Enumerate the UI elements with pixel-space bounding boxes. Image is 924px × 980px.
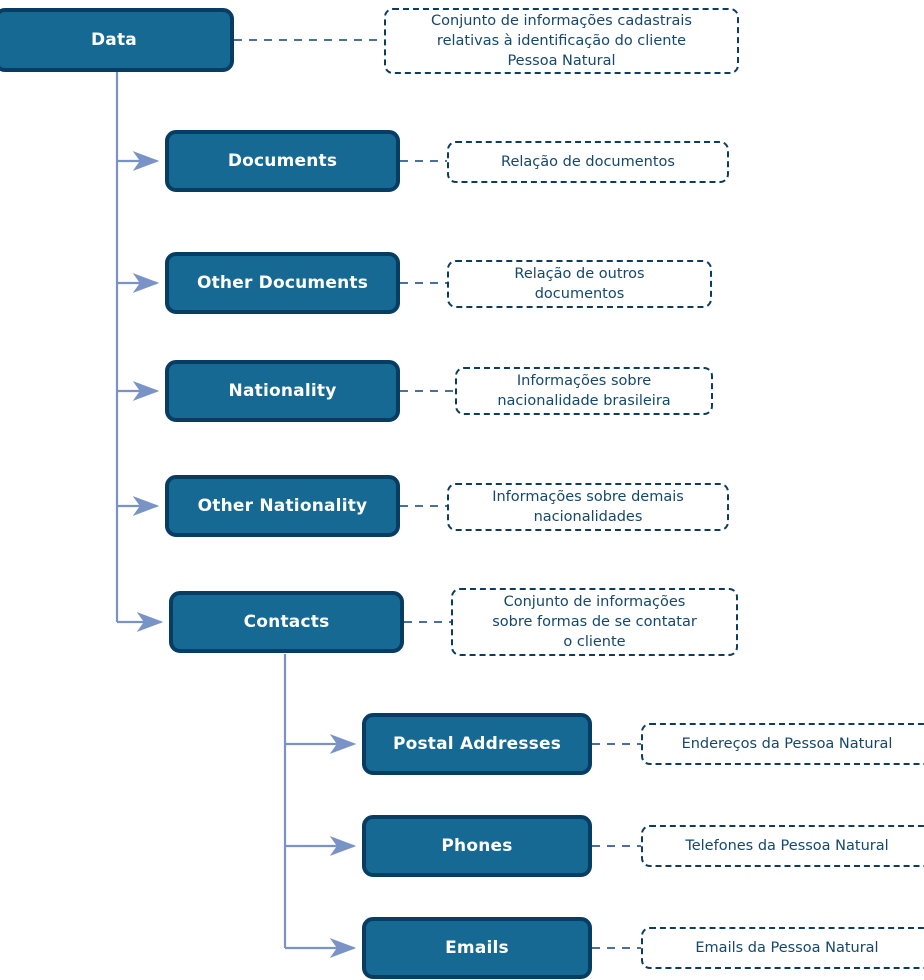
note-documents: Relação de documentos — [447, 141, 729, 183]
node-other-nationality-label: Other Nationality — [197, 496, 368, 516]
note-contacts-text: Conjunto de informações sobre formas de … — [492, 594, 697, 650]
node-contacts[interactable]: Contacts — [169, 591, 404, 653]
node-data-label: Data — [91, 30, 137, 50]
node-nationality[interactable]: Nationality — [165, 360, 400, 422]
node-emails[interactable]: Emails — [362, 917, 592, 979]
node-emails-label: Emails — [445, 938, 509, 958]
node-other-documents-label: Other Documents — [196, 273, 369, 293]
note-postal-addresses: Endereços da Pessoa Natural — [641, 723, 924, 765]
node-phones-label: Phones — [441, 836, 513, 856]
note-other-documents: Relação de outros documentos — [447, 260, 712, 308]
note-data: Conjunto de informações cadastrais relat… — [384, 8, 739, 74]
note-contacts: Conjunto de informações sobre formas de … — [451, 588, 738, 656]
node-other-nationality[interactable]: Other Nationality — [165, 475, 400, 537]
note-postal-addresses-text: Endereços da Pessoa Natural — [681, 736, 893, 752]
note-emails-text: Emails da Pessoa Natural — [695, 940, 879, 956]
note-nationality: Informações sobre nacionalidade brasilei… — [455, 367, 713, 415]
node-contacts-label: Contacts — [243, 612, 330, 632]
note-documents-text: Relação de documentos — [501, 154, 675, 170]
note-other-nationality: Informações sobre demais nacionalidades — [447, 483, 729, 531]
node-documents[interactable]: Documents — [165, 130, 400, 192]
note-other-nationality-text: Informações sobre demais nacionalidades — [492, 489, 684, 525]
note-emails: Emails da Pessoa Natural — [641, 927, 924, 969]
note-phones-text: Telefones da Pessoa Natural — [685, 838, 889, 854]
node-other-documents[interactable]: Other Documents — [165, 252, 400, 314]
node-data[interactable]: Data — [0, 8, 234, 72]
node-postal-addresses-label: Postal Addresses — [392, 734, 562, 754]
note-nationality-text: Informações sobre nacionalidade brasilei… — [497, 373, 671, 409]
note-other-documents-text: Relação de outros documentos — [514, 266, 645, 302]
node-postal-addresses[interactable]: Postal Addresses — [362, 713, 592, 775]
node-documents-label: Documents — [227, 151, 338, 171]
note-data-text: Conjunto de informações cadastrais relat… — [431, 13, 692, 69]
note-phones: Telefones da Pessoa Natural — [641, 825, 924, 867]
node-nationality-label: Nationality — [228, 381, 337, 401]
node-phones[interactable]: Phones — [362, 815, 592, 877]
